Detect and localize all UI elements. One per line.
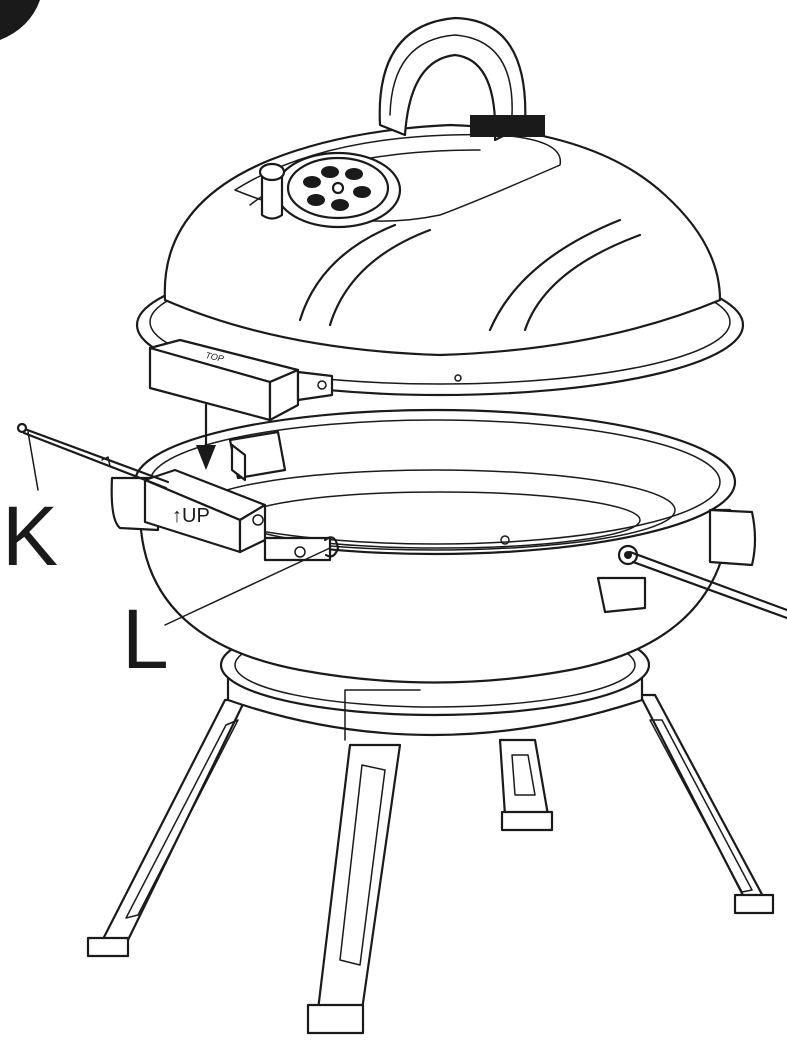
corner-mark (0, 0, 40, 40)
hinge-clip (228, 430, 287, 482)
hinge-top: TOP (148, 338, 334, 422)
grill-bowl (133, 408, 737, 684)
hinge-up: ↑UP (143, 468, 332, 562)
insert-arrow (196, 403, 216, 470)
hinge-top-label: TOP (205, 350, 225, 364)
leader-line-l (164, 547, 331, 626)
leg-back-right (498, 738, 554, 832)
side-rod-bracket (596, 544, 787, 620)
leg-front-left (86, 698, 247, 958)
vent-knob (258, 162, 286, 220)
pin-l (323, 536, 340, 558)
leg-front-center (306, 743, 402, 1035)
callout-l: L (122, 592, 169, 686)
hinge-up-label: ↑UP (172, 505, 210, 527)
rod-k (16, 422, 170, 490)
lid-handle (378, 16, 545, 142)
leg-right (638, 693, 775, 915)
lid-vent (274, 151, 402, 229)
callout-k: K (2, 489, 58, 583)
leader-line-k (27, 431, 39, 491)
bowl-handle-right (708, 508, 757, 567)
